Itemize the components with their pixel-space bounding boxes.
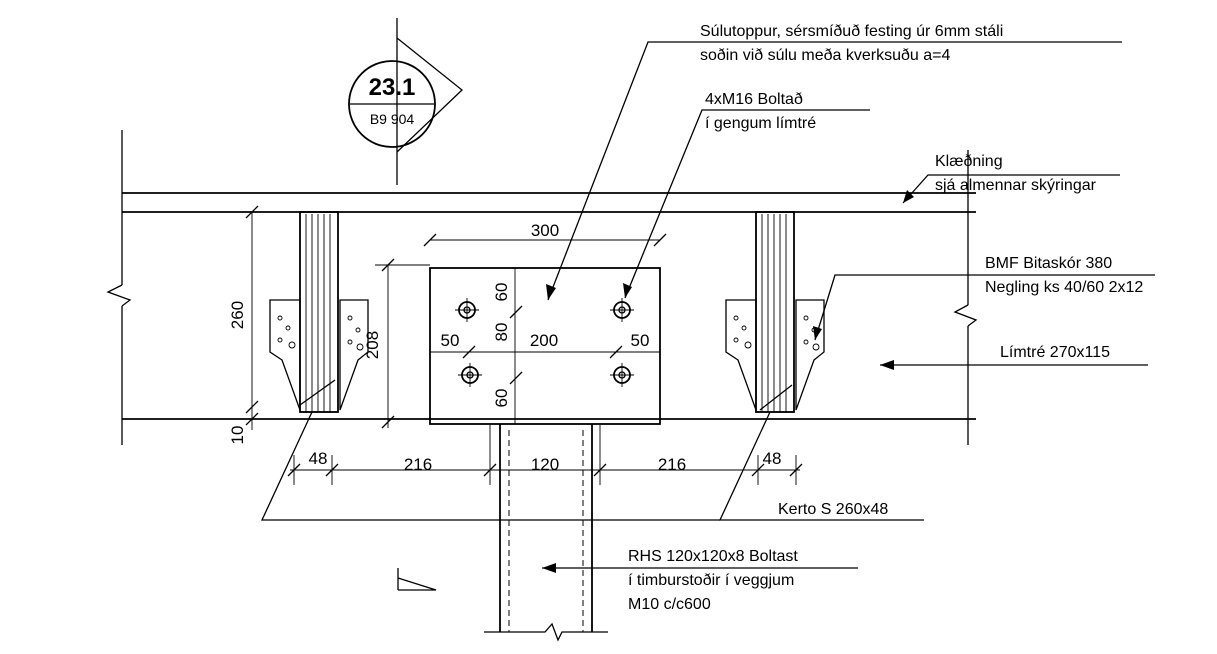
label-rhs-line3: M10 c/c600 bbox=[628, 596, 711, 613]
rhs-column bbox=[484, 424, 608, 642]
dim-kerto-right: 48 bbox=[763, 449, 782, 468]
label-rhs-line2: í timburstoðir í veggjum bbox=[628, 572, 794, 589]
dim-beam-height: 260 bbox=[228, 301, 247, 329]
dim-span-left: 216 bbox=[404, 455, 432, 474]
section-number: 23.1 bbox=[369, 74, 416, 101]
dim-edge-left: 50 bbox=[441, 331, 460, 350]
dim-bolt-spacing-h: 200 bbox=[530, 331, 558, 350]
joist-hanger-right bbox=[725, 299, 825, 411]
label-rhs-line1: RHS 120x120x8 Boltast bbox=[628, 548, 798, 565]
label-cladding-line2: sjá almennar skýringar bbox=[935, 177, 1097, 194]
section-marker: 23.1 B9 904 bbox=[348, 18, 463, 185]
leader-lines bbox=[260, 41, 1155, 573]
dim-gap: 10 bbox=[228, 426, 247, 445]
dim-plate-height: 208 bbox=[363, 331, 382, 359]
label-hanger-line1: BMF Bitaskór 380 bbox=[985, 255, 1112, 272]
label-column-top-line2: soðin við súlu meða kverksuðu a=4 bbox=[700, 47, 950, 64]
dim-top-edge: 60 bbox=[492, 283, 511, 302]
bolt bbox=[458, 363, 482, 387]
ground-marker bbox=[397, 568, 437, 591]
dim-bolt-spacing-v: 80 bbox=[492, 323, 511, 342]
label-glulam: Límtré 270x115 bbox=[1000, 344, 1110, 361]
label-hanger-line2: Negling ks 40/60 2x12 bbox=[985, 279, 1143, 296]
dim-plate-width: 300 bbox=[531, 221, 559, 240]
section-sheet: B9 904 bbox=[370, 111, 415, 127]
dim-edge-right: 50 bbox=[631, 331, 650, 350]
label-cladding-line1: Klæðning bbox=[935, 153, 1003, 170]
kerto-purlin-left bbox=[299, 211, 339, 413]
label-kerto: Kerto S 260x48 bbox=[778, 501, 888, 518]
dim-kerto-left: 48 bbox=[309, 449, 328, 468]
label-bolts-line1: 4xM16 Boltað bbox=[705, 91, 803, 108]
bolt bbox=[610, 298, 634, 322]
joist-hanger-left bbox=[269, 299, 369, 411]
dim-lines bbox=[245, 205, 803, 485]
label-column-top-line1: Súlutoppur, sérsmíðuð festing úr 6mm stá… bbox=[700, 23, 1003, 40]
dim-bottom-edge: 60 bbox=[492, 389, 511, 408]
label-bolts-line2: í gengum límtré bbox=[705, 115, 816, 132]
glulam-beam bbox=[106, 130, 978, 445]
dim-span-right: 216 bbox=[658, 455, 686, 474]
kerto-purlin-right bbox=[755, 211, 795, 413]
bolt bbox=[610, 363, 634, 387]
dim-column-width: 120 bbox=[531, 455, 559, 474]
bolt bbox=[455, 298, 479, 322]
roof-cladding bbox=[122, 192, 976, 213]
